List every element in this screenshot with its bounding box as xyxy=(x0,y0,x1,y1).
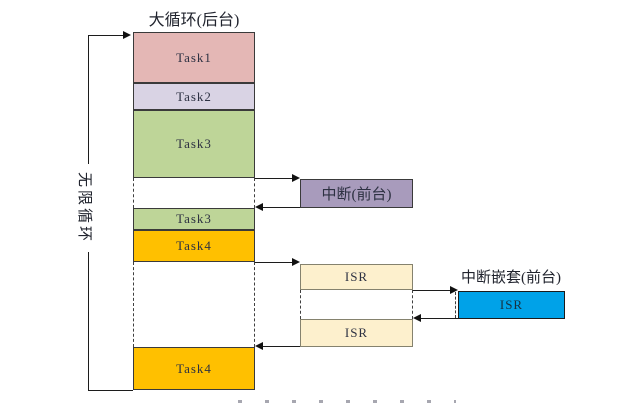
task-box-task3-resumed: Task3 xyxy=(133,208,255,230)
isr-label: ISR xyxy=(344,269,369,284)
task-box-task4: Task4 xyxy=(133,230,255,262)
loop-bracket-top-line xyxy=(88,35,123,36)
task-box-task3: Task3 xyxy=(133,110,255,178)
task-label: Task2 xyxy=(176,88,212,104)
arrowhead-left-icon xyxy=(413,314,421,322)
isr-suspended-dashed-left xyxy=(300,290,301,319)
arrowhead-right-icon xyxy=(292,258,300,266)
interrupt-box: 中断(前台) xyxy=(300,179,413,208)
loop-bracket-vertical-upper xyxy=(88,35,89,164)
task-label: Task1 xyxy=(176,49,212,65)
clipped-caption-fragment xyxy=(238,400,456,403)
isr-label: ISR xyxy=(344,325,369,340)
isr-box-1: ISR xyxy=(300,264,413,290)
isr-suspended-dashed-right xyxy=(412,290,413,319)
nested-dashed-line xyxy=(455,292,456,318)
task-label: Task3 xyxy=(176,211,212,226)
nested-interrupt-title: 中断嵌套(前台) xyxy=(461,270,561,286)
isr-box-2: ISR xyxy=(300,319,413,347)
task-box-task2: Task2 xyxy=(133,83,255,110)
interrupt-label: 中断(前台) xyxy=(321,187,392,203)
task-label: Task4 xyxy=(176,360,212,376)
arrowhead-left-icon xyxy=(255,342,263,350)
task-box-task4-resumed: Task4 xyxy=(133,347,255,390)
interrupt-call-arrow-line xyxy=(255,178,295,179)
interrupt-return-arrow-line xyxy=(262,207,300,208)
nested-return-arrow-line xyxy=(420,318,458,319)
arrowhead-left-icon xyxy=(255,203,263,211)
task-box-task1: Task1 xyxy=(133,32,255,83)
arrowhead-right-icon xyxy=(292,174,300,182)
nested-isr-label: ISR xyxy=(499,297,524,312)
isr-call-arrow-line xyxy=(255,262,295,263)
loop-bracket-bottom-line xyxy=(88,390,133,391)
nested-isr-box: ISR xyxy=(458,291,565,319)
nested-call-arrow-line xyxy=(413,290,453,291)
arrowhead-right-icon xyxy=(450,286,458,294)
preempted-gap-isr xyxy=(133,262,255,347)
infinite-loop-label: 无限循环 xyxy=(76,171,92,244)
arrowhead-right-icon xyxy=(123,31,131,39)
loop-bracket-vertical-lower xyxy=(88,252,89,390)
task-label: Task3 xyxy=(176,136,212,151)
preempted-gap-interrupt xyxy=(133,178,255,208)
task-label: Task4 xyxy=(176,238,212,253)
isr-return-arrow-line xyxy=(262,346,300,347)
background-loop-title: 大循环(后台) xyxy=(148,12,240,29)
